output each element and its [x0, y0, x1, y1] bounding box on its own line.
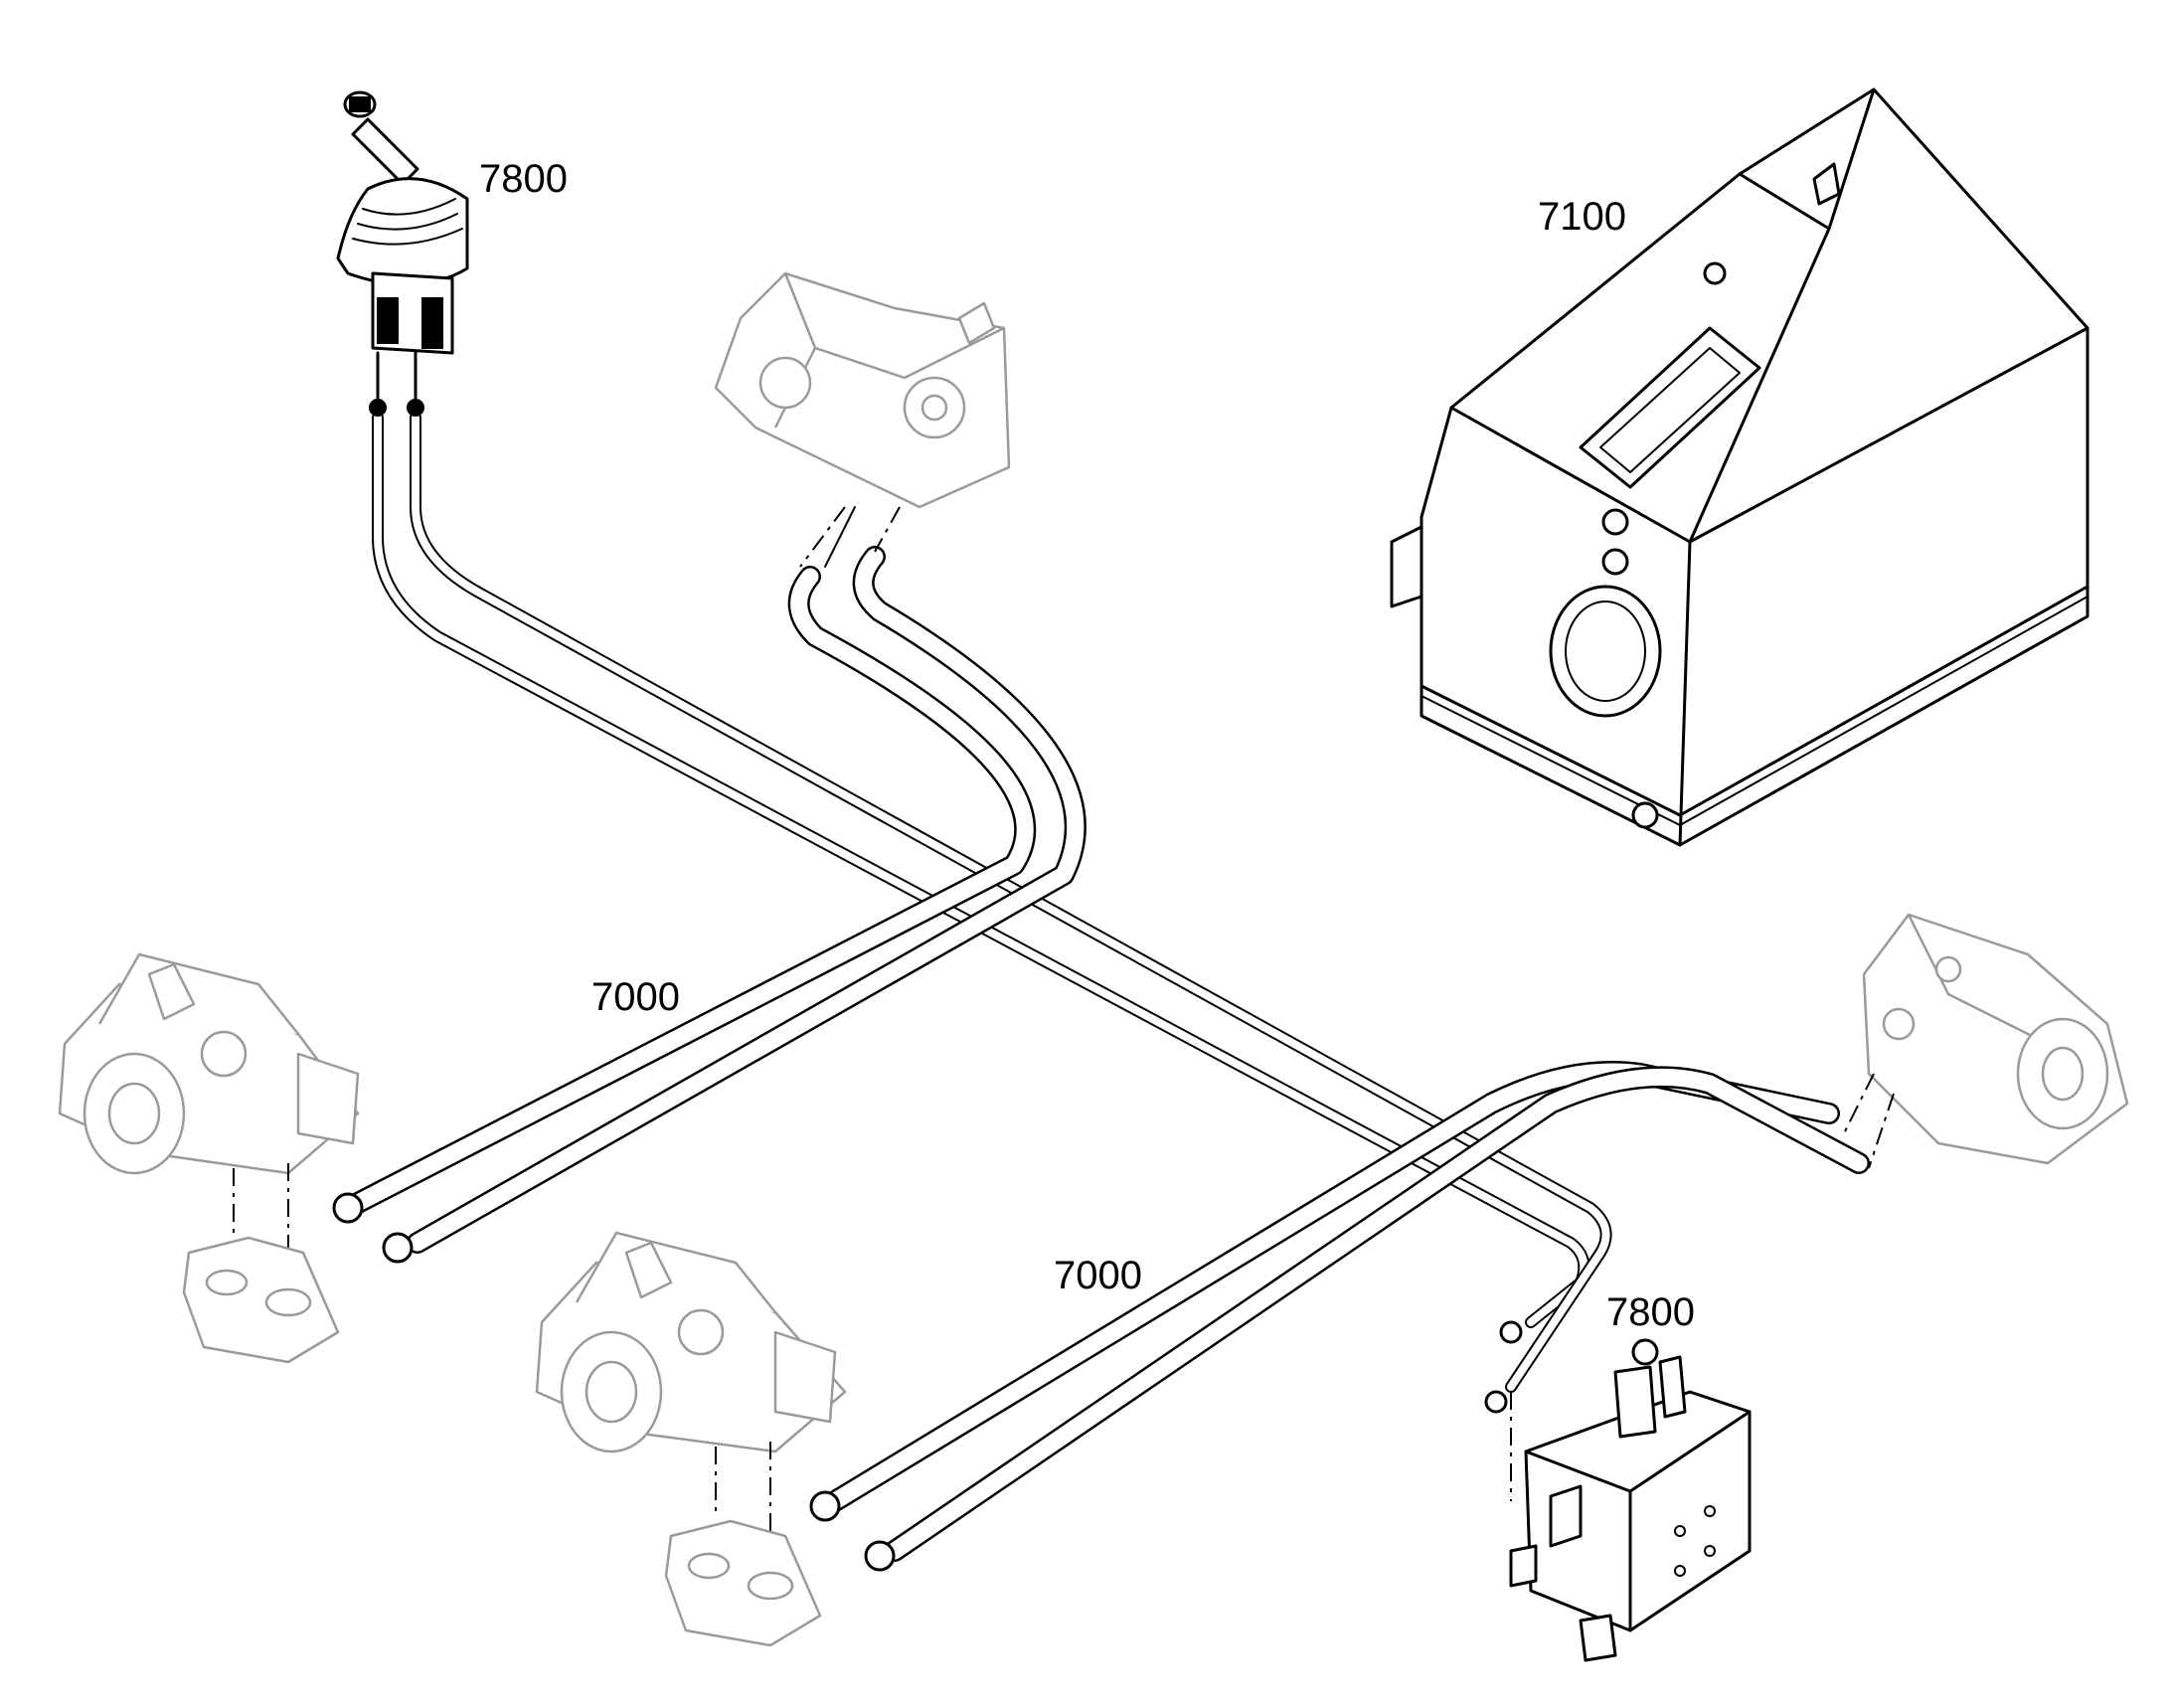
hose-joystick-to-valve-b: [410, 412, 1612, 1393]
label-tank-7100: 7100: [1538, 195, 1626, 239]
top-center-pump: [714, 271, 1011, 568]
joystick-assembly: [336, 90, 469, 417]
hose-top-pump-to-left-pump-a: [347, 566, 1037, 1214]
hose-fittings: [332, 1192, 1523, 1572]
label-valve-7800: 7800: [1606, 1290, 1695, 1334]
hydraulic-tank: [1390, 87, 2089, 847]
hose-top-pump-to-left-pump-b: [407, 546, 1086, 1254]
center-pump: [535, 1231, 847, 1647]
right-motor: [1843, 913, 2129, 1169]
hose-right-motor-to-center-pump-b: [884, 1066, 1870, 1562]
label-hoses-7000-center: 7000: [1054, 1254, 1142, 1297]
control-valve-block: [1509, 1338, 1752, 1662]
label-joystick-7800: 7800: [479, 157, 568, 201]
left-pump: [58, 952, 360, 1364]
label-hoses-7000-left: 7000: [591, 975, 680, 1019]
